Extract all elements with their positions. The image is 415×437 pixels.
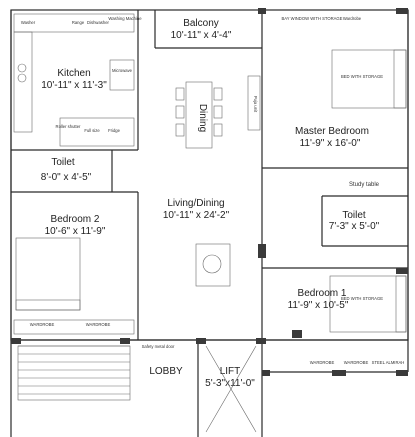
fridge-label: Fridge [108, 128, 121, 133]
bedroom2-size: 10'-6" x 11'-9" [45, 226, 106, 237]
roller-shutter-label: Roller shutter [56, 124, 82, 129]
toilet-right-size: 7'-3" x 5'-0" [329, 221, 380, 232]
balcony-name: Balcony [183, 18, 219, 29]
washing-machine-label: Washing Machine [108, 16, 142, 21]
study-table-label: Study table [349, 182, 380, 188]
full-size-label: Full size [84, 128, 100, 133]
kitchen-name: Kitchen [57, 68, 90, 79]
bedroom1-bed: BED WITH STORAGE [329, 275, 407, 333]
living-dining-size: 10'-11" x 24'-2" [163, 210, 230, 221]
staircase [17, 345, 131, 401]
svg-text:BED WITH STORAGE: BED WITH STORAGE [341, 74, 383, 79]
dishwasher-label: Dishwasher [87, 20, 109, 25]
bedroom1-name: Bedroom 1 [298, 288, 347, 299]
dining-table: Dining [175, 81, 223, 149]
room-labels: Balcony 10'-11" x 4'-4" Kitchen 10'-11" … [41, 18, 380, 389]
wardrobe-label: WARDROBE [86, 322, 111, 327]
lift-size: 5'-3"x11'-0" [205, 378, 255, 389]
toilet-left-name: Toilet [51, 157, 75, 168]
lobby-name: LOBBY [149, 366, 183, 377]
wardrobe-label: WARDROBE [344, 360, 369, 365]
safety-door-label: Safety metal door [142, 344, 175, 349]
master-bedroom-name: Master Bedroom [295, 126, 369, 137]
bedroom2-bed [15, 237, 81, 311]
outer-walls [10, 9, 409, 372]
range-label: Range [72, 20, 85, 25]
wardrobe-label: WARDROBE [310, 360, 335, 365]
master-bedroom-size: 11'-9" x 16'-0" [300, 138, 361, 149]
lift-name: LIFT [220, 366, 241, 377]
steel-almirah-label: STEEL ALMIRAH [372, 360, 405, 365]
kitchen-size: 10'-11" x 11'-3" [41, 80, 107, 91]
svg-text:BED WITH STORAGE: BED WITH STORAGE [341, 296, 383, 301]
kitchen-fixtures: Washer Dishwasher Washing Machine Range … [13, 13, 142, 147]
puja-unit-label: Puja unit [253, 96, 258, 113]
columns [11, 8, 408, 376]
bedroom1-size: 11'-9" x 10'-5" [288, 300, 349, 311]
bedroom2-name: Bedroom 2 [51, 214, 100, 225]
svg-text:BAY WINDOW WITH STORAGE: BAY WINDOW WITH STORAGE [282, 16, 343, 21]
toilet-right-name: Toilet [342, 210, 366, 221]
living-dining-name: Living/Dining [167, 198, 224, 209]
microwave-label: Microwave [112, 68, 133, 73]
washer-label: Washer [21, 20, 36, 25]
balcony-size: 10'-11" x 4'-4" [171, 30, 232, 41]
svg-text:Wardrobe: Wardrobe [343, 16, 362, 21]
toilet-left-size: 8'-0" x 4'-5" [41, 172, 92, 183]
dining-label: Dining [197, 104, 208, 132]
wardrobe-label: WARDROBE [30, 322, 55, 327]
master-bed: BED WITH STORAGE BAY WINDOW WITH STORAGE… [282, 16, 407, 109]
